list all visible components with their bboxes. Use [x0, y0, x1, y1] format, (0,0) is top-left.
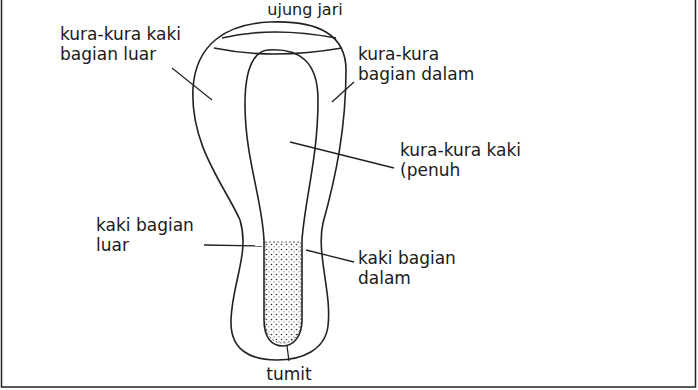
toe-band	[214, 48, 342, 54]
label-text: ujung jari	[267, 0, 342, 19]
part-label: kura-kura bagian dalam	[358, 44, 488, 84]
part-label: kura-kura kaki bagian luar	[60, 24, 200, 64]
sole-outline	[193, 22, 346, 360]
leader-line	[204, 245, 262, 246]
leader-line	[287, 346, 289, 361]
label-text: kaki bagian luar	[96, 215, 194, 255]
part-label: kura-kura kaki (penuh	[400, 140, 550, 180]
label-text: kura-kura kaki (penuh	[400, 140, 521, 180]
part-label: tumit	[259, 364, 319, 384]
heel-stipple	[265, 242, 301, 343]
leader-line	[306, 250, 354, 262]
part-label: ujung jari	[250, 0, 360, 20]
toe-band	[222, 32, 336, 38]
leader-line	[172, 68, 212, 100]
label-text: kura-kura bagian dalam	[358, 44, 474, 84]
label-text: kura-kura kaki bagian luar	[60, 24, 181, 64]
part-label: kaki bagian luar	[96, 215, 206, 255]
leader-line	[332, 82, 354, 102]
label-text: kaki bagian dalam	[358, 248, 456, 288]
label-text: tumit	[266, 364, 311, 384]
part-label: kaki bagian dalam	[358, 248, 478, 288]
leader-line	[290, 142, 394, 168]
instep-outline	[245, 50, 318, 346]
